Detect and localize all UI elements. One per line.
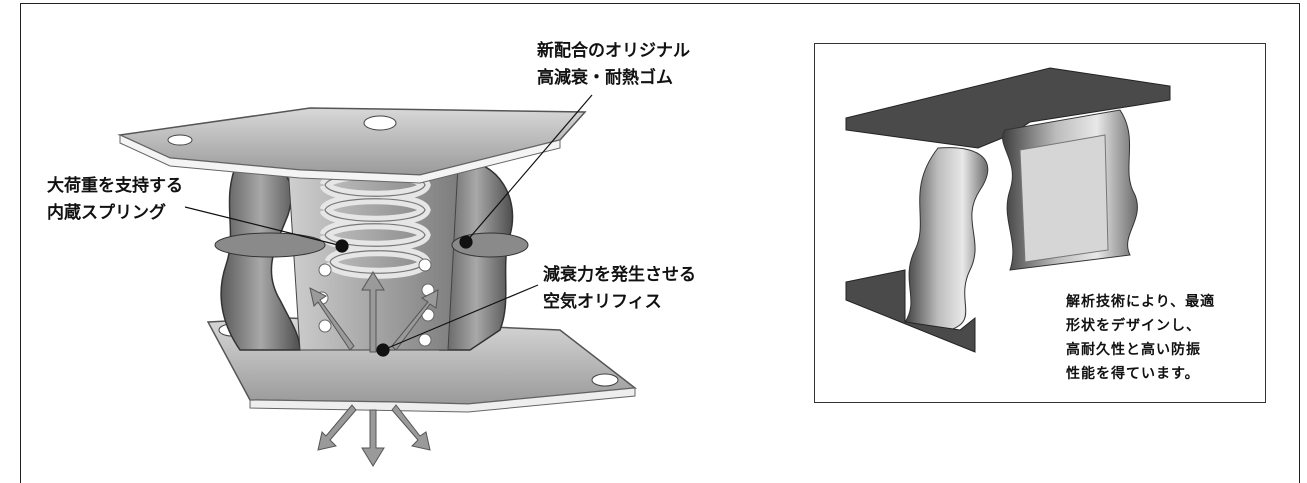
figure-frame xyxy=(20,3,1300,483)
analysis-model-illustration xyxy=(845,67,1171,353)
rubber-callout: 新配合のオリジナル 高減衰・耐熱ゴム xyxy=(537,38,690,92)
analysis-bottom-plate xyxy=(845,269,976,353)
callout-leaders xyxy=(184,94,593,357)
inset-caption-line-2: 形状をデザインし、 xyxy=(1066,318,1201,334)
orifice-callout-line-2: 空気オリフィス xyxy=(543,292,662,312)
vibration-isolator-cutaway-illustration xyxy=(117,94,637,467)
rubber-callout-line-2: 高減衰・耐熱ゴム xyxy=(537,68,673,88)
air-flow-arrows xyxy=(309,271,439,467)
inset-caption-line-1: 解析技術により、最適 xyxy=(1066,294,1216,310)
rubber-callout-line-1: 新配合のオリジナル xyxy=(537,41,690,61)
spring-callout-line-1: 大荷重を支持する xyxy=(47,176,183,196)
spring-callout-line-2: 内蔵スプリング xyxy=(47,203,166,223)
inset-caption: 解析技術により、最適 形状をデザインし、 高耐久性と高い防振 性能を得ています。 xyxy=(1066,290,1215,386)
orifice-callout-line-1: 減衰力を発生させる xyxy=(543,265,696,285)
analysis-top-plate xyxy=(845,67,1171,149)
inset-caption-line-4: 性能を得ています。 xyxy=(1066,366,1200,382)
spring-callout: 大荷重を支持する 内蔵スプリング xyxy=(47,173,183,227)
analysis-rubber-section xyxy=(904,109,1138,331)
top-mounting-plate xyxy=(117,107,587,184)
inset-caption-line-3: 高耐久性と高い防振 xyxy=(1066,342,1201,358)
orifice-callout: 減衰力を発生させる 空気オリフィス xyxy=(543,262,696,316)
